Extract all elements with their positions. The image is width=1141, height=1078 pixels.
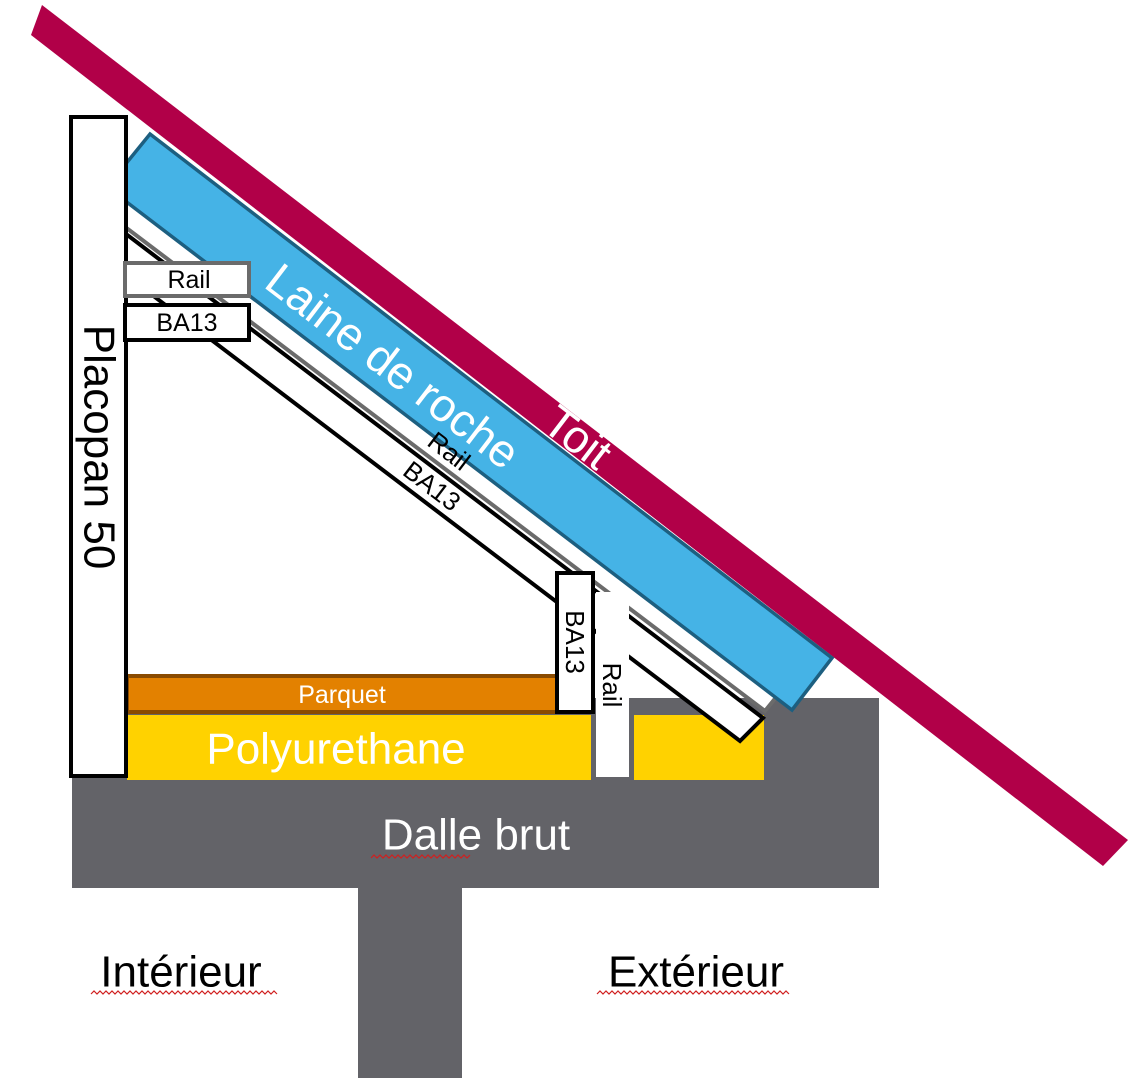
rail-vertical-block xyxy=(596,592,629,777)
slab-label: Dalle brut xyxy=(382,811,570,860)
parquet-label: Parquet xyxy=(298,681,386,709)
polyurethane-label: Polyurethane xyxy=(206,725,465,774)
polyurethane-main xyxy=(127,715,591,780)
exterior-label: Extérieur xyxy=(608,948,784,997)
roof-beam xyxy=(31,5,1128,866)
rail-top-block xyxy=(123,261,251,298)
ba13-vertical-label: BA13 xyxy=(560,610,590,674)
placopan-label: Placopan 50 xyxy=(75,325,124,570)
spellcheck-squiggle-interieur xyxy=(90,990,278,995)
ba13-vertical-block xyxy=(555,571,595,714)
rail-top-label: Rail xyxy=(167,266,210,294)
spellcheck-squiggle-dalle xyxy=(370,854,471,859)
spellcheck-squiggle-exterieur xyxy=(596,990,790,995)
ba13-top-block xyxy=(123,303,251,342)
rail-vertical-label: Rail xyxy=(597,663,627,708)
slab-pillar xyxy=(358,886,462,1078)
placopan-board xyxy=(69,115,128,778)
ba13-top-label: BA13 xyxy=(156,309,217,337)
interior-label: Intérieur xyxy=(100,948,261,997)
